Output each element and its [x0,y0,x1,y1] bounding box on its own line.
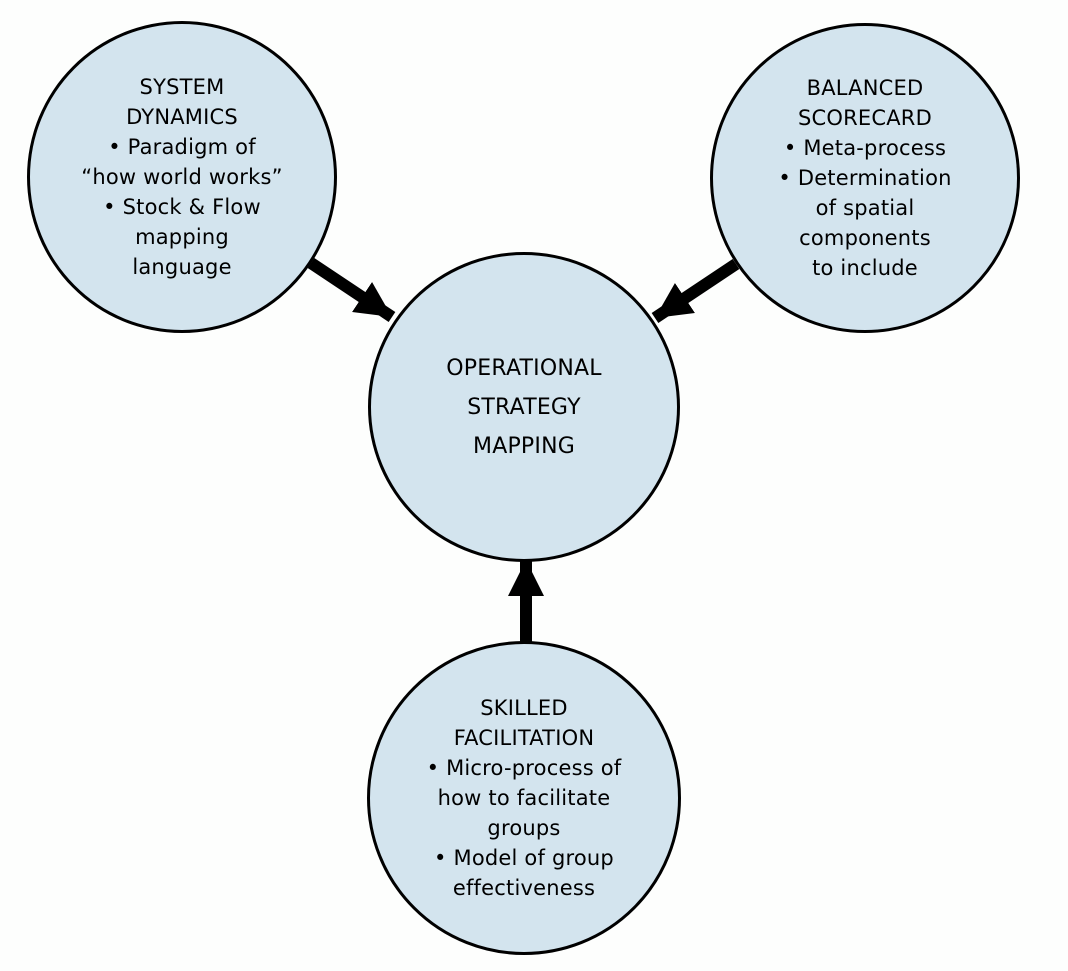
node-operational-strategy-mapping: OPERATIONAL STRATEGY MAPPING [368,252,680,562]
node-bullet-line: of spatial [815,196,915,220]
node-bullet-line: • Determination [778,166,952,190]
node-bullet-line: how to facilitate [437,786,611,810]
node-bullet-line: groups [487,816,561,840]
node-title-line: OPERATIONAL [446,355,602,381]
arrow-system-dynamics-to-center [307,258,396,322]
node-bullet-line: components [799,226,931,250]
node-title-line: FACILITATION [453,726,595,750]
node-bullet-line: • Meta-process [783,136,947,160]
node-bullet-line: • Model of group [434,846,614,870]
node-bullet-line: “how world works” [81,165,283,189]
node-balanced-scorecard: BALANCED SCORECARD • Meta-process • Dete… [710,23,1020,333]
node-title-line: BALANCED [806,76,924,100]
node-bullet-line: • Stock & Flow [103,195,261,219]
node-title-line: DYNAMICS [126,105,238,129]
arrow-balanced-scorecard-to-center [651,259,740,323]
node-title-line: SYSTEM [139,75,225,99]
node-title-line: MAPPING [473,433,575,459]
node-bullet-line: language [132,255,232,279]
node-bullet-line: effectiveness [452,876,596,900]
node-system-dynamics: SYSTEM DYNAMICS • Paradigm of “how world… [27,21,337,333]
node-bullet-line: mapping [135,225,229,249]
node-title-line: STRATEGY [467,394,581,420]
node-bullet-line: • Micro-process of [426,756,622,780]
node-title-line: SCORECARD [798,106,932,130]
node-bullet-line: • Paradigm of [108,135,256,159]
node-bullet-line: to include [812,256,918,280]
node-title-line: SKILLED [480,696,568,720]
node-skilled-facilitation: SKILLED FACILITATION • Micro-process of … [367,641,681,955]
